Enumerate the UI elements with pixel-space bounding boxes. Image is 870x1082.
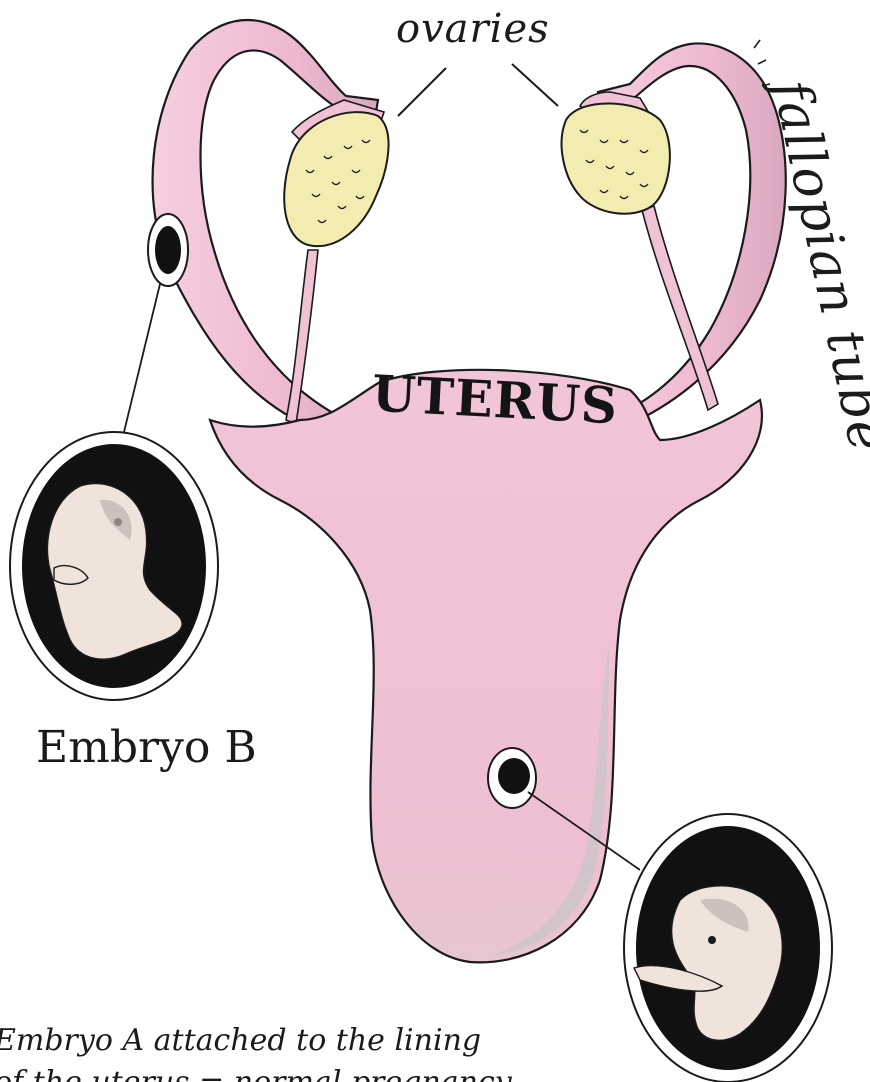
- embryo-a-caption: Embryo A attached to the lining of the u…: [0, 1020, 512, 1082]
- embryo-b-label: Embryo B: [36, 722, 257, 773]
- embryo-a-site-core: [498, 758, 530, 794]
- right-ovary: [562, 103, 670, 213]
- caption-line-1: Embryo A attached to the lining: [0, 1020, 512, 1062]
- ovaries-pointer-right: [512, 64, 558, 106]
- ovaries-label: ovaries: [396, 6, 550, 52]
- caption-line-2: of the uterus = normal pregnancy: [0, 1062, 512, 1082]
- embryo-b-pointer: [124, 284, 160, 432]
- ovaries-pointer-left: [398, 68, 446, 116]
- embryo-b-site-core: [155, 226, 181, 274]
- embryo-a-eye: [708, 936, 716, 944]
